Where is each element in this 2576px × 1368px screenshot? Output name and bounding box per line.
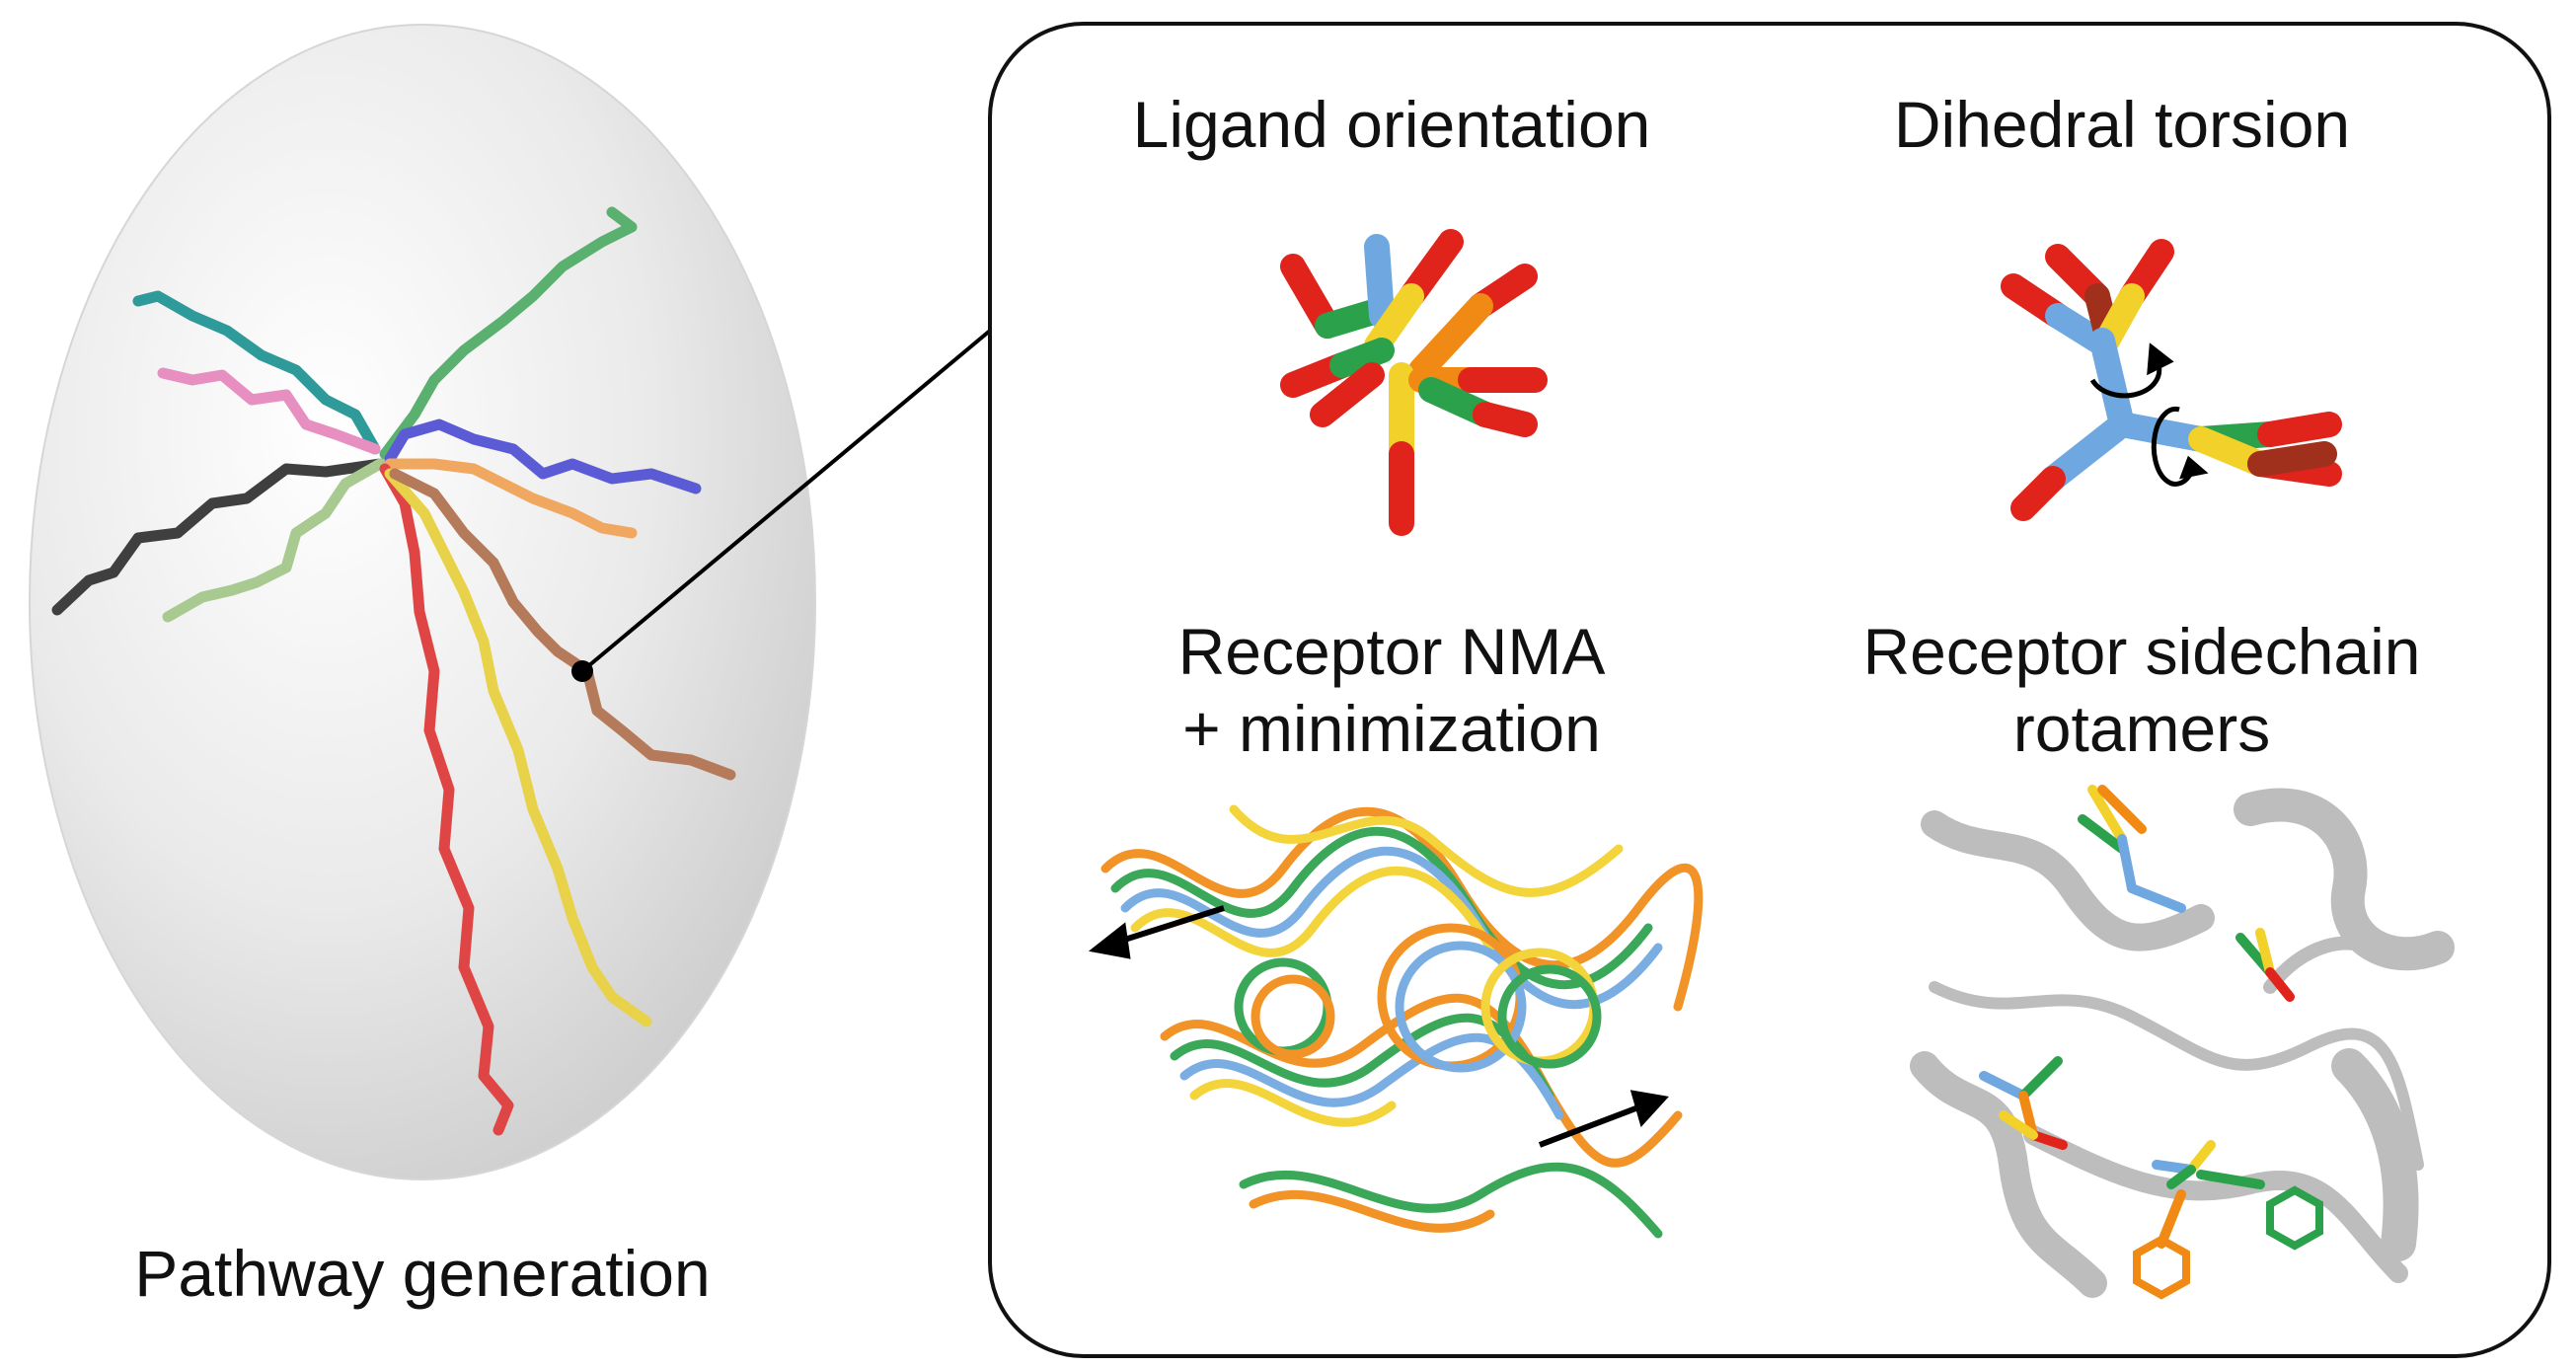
pathway-generation-caption: Pathway generation — [134, 1237, 711, 1310]
dihedral-torsion-structure — [2001, 239, 2342, 521]
nma-arrows — [1088, 905, 1669, 1148]
receptor-sidechain-line1: Receptor sidechain — [1862, 615, 2421, 688]
pathway-pink — [157, 367, 381, 455]
pathway-trajectories — [51, 206, 736, 1136]
detail-panel — [988, 22, 2551, 1358]
receptor-sidechain-label: Receptor sidechain rotamers — [1826, 614, 2458, 768]
pathway-light-green — [162, 458, 386, 623]
rotation-arrows — [2089, 342, 2209, 487]
dihedral-torsion-label: Dihedral torsion — [1893, 88, 2351, 161]
pathway-brown — [389, 468, 736, 781]
receptor-sidechain-line2: rotamers — [2012, 691, 2271, 765]
receptor-nma-line1: Receptor NMA — [1177, 615, 1606, 688]
receptor-nma-structure — [1100, 804, 1704, 1239]
pathway-green — [379, 206, 638, 460]
receptor-sidechain-structure — [1910, 785, 2455, 1300]
pathway-blue — [384, 418, 702, 494]
receptor-nma-line2: + minimization — [1182, 691, 1601, 765]
callout-dot — [571, 660, 593, 682]
pathway-black — [51, 458, 386, 616]
pathway-teal — [132, 290, 381, 455]
pathway-yellow — [384, 468, 652, 1027]
pathway-red — [379, 463, 514, 1136]
callout-line — [580, 329, 992, 673]
ligand-orientation-structure — [1280, 229, 1548, 536]
ligand-orientation-label: Ligand orientation — [1132, 88, 1651, 161]
pathway-orange — [384, 458, 638, 539]
receptor-nma-label: Receptor NMA + minimization — [1096, 614, 1688, 768]
